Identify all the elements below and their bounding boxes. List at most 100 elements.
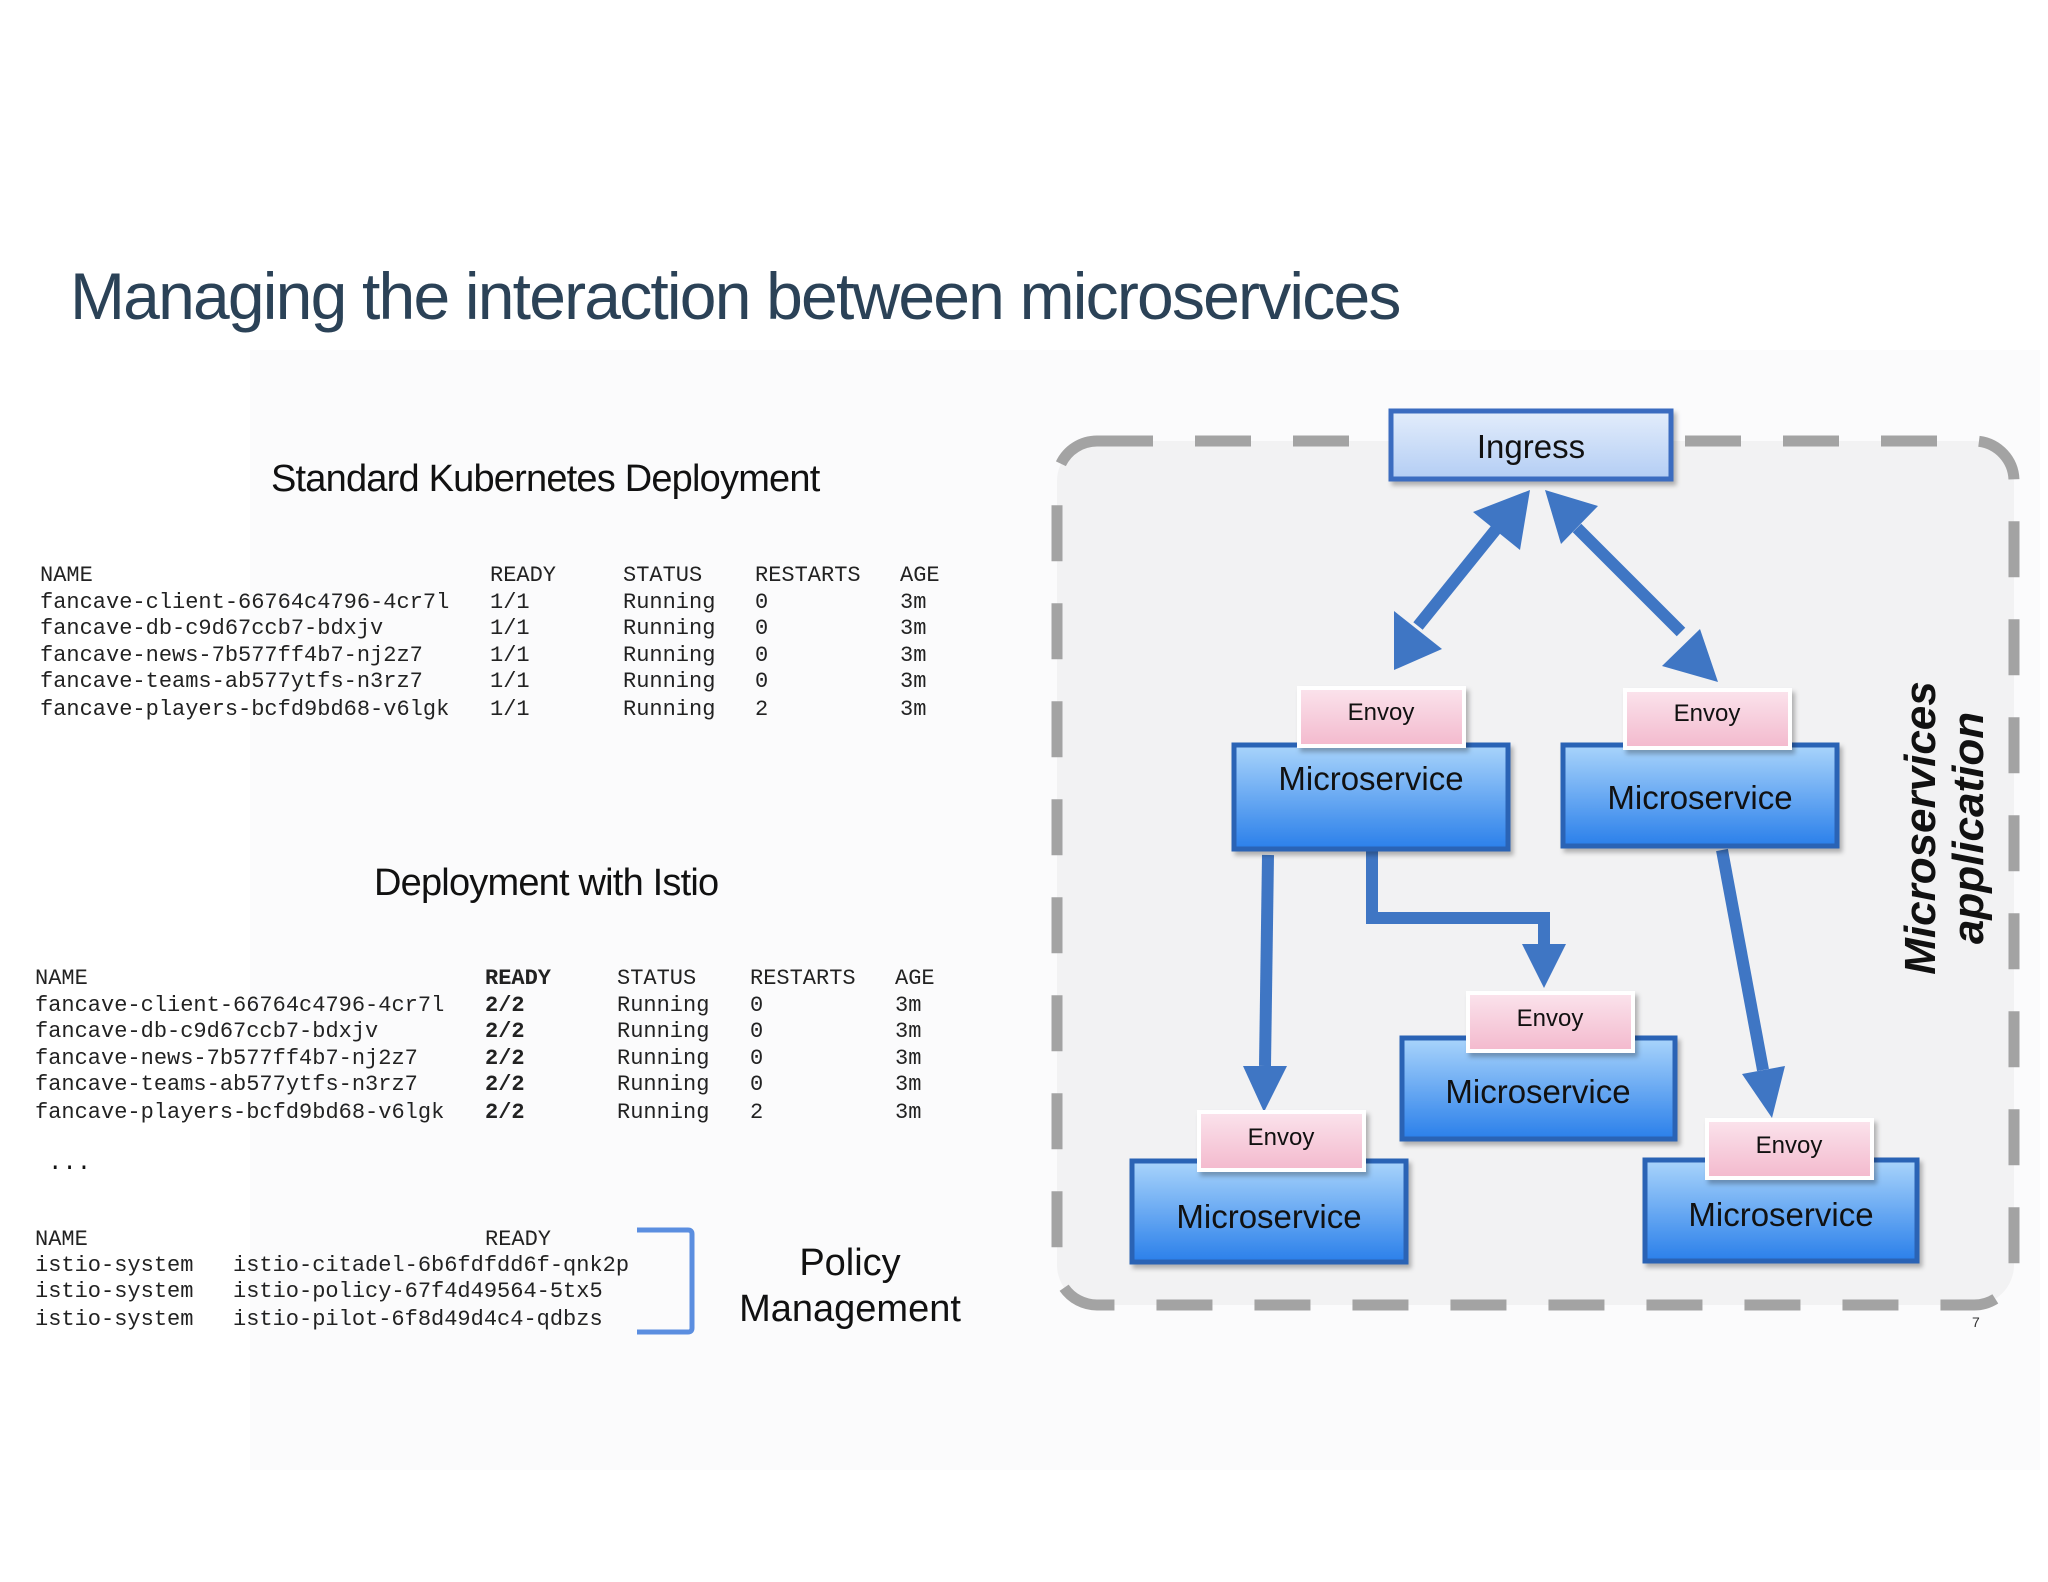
table-cell-name: fancave-news-7b577ff4b7-nj2z7 (40, 643, 423, 668)
table-cell-age: 3m (900, 590, 927, 615)
envoy-sidecar: Envoy (1197, 1110, 1366, 1172)
table-cell-restarts: 2 (750, 1100, 764, 1125)
table-cell-name: fancave-players-bcfd9bd68-v6lgk (40, 697, 450, 722)
table-cell-ready: 1/1 (490, 697, 530, 722)
table-cell-age: 3m (895, 1100, 922, 1125)
table-cell-ready: 2/2 (485, 993, 525, 1018)
table-cell-name: fancave-teams-ab577ytfs-n3rz7 (40, 669, 423, 694)
side-label-line1: Microservices (1896, 681, 1945, 975)
ellipsis: ... (48, 1150, 92, 1177)
table-cell-name: fancave-players-bcfd9bd68-v6lgk (35, 1100, 445, 1125)
table-cell-status: Running (617, 1072, 710, 1097)
envoy-label: Envoy (1756, 1132, 1823, 1159)
policy-label-line1: Policy (799, 1242, 901, 1284)
table-cell-namespace: istio-system (35, 1307, 194, 1332)
standard-deployment-heading: Standard Kubernetes Deployment (271, 458, 820, 500)
microservice-node: Microservice (1399, 1035, 1678, 1142)
table-cell-status: Running (623, 643, 716, 668)
table-header-status: STATUS (623, 563, 703, 588)
table-header-ready: READY (490, 563, 557, 588)
table-header-restarts: RESTARTS (755, 563, 861, 588)
table-cell-namespace: istio-system (35, 1279, 194, 1304)
table-header-name: NAME (35, 1227, 88, 1252)
ingress-node: Ingress (1388, 408, 1674, 482)
table-cell-ready: 1/1 (490, 669, 530, 694)
envoy-label: Envoy (1248, 1124, 1315, 1151)
table-cell-name: fancave-db-c9d67ccb7-bdxjv (40, 616, 384, 641)
envoy-sidecar: Envoy (1705, 1118, 1874, 1180)
page-number: 7 (1972, 1314, 1980, 1330)
table-cell-restarts: 0 (755, 643, 769, 668)
policy-management-label: Policy Management (710, 1240, 990, 1332)
arrow-ingress-left (1394, 490, 1530, 670)
table-cell-ready: 1/1 (490, 590, 530, 615)
ingress-label: Ingress (1477, 428, 1585, 465)
table-cell-status: Running (617, 1046, 710, 1071)
table-cell-age: 3m (900, 643, 927, 668)
table-cell-status: Running (617, 1019, 710, 1044)
envoy-sidecar: Envoy (1623, 688, 1792, 750)
table-cell-restarts: 0 (750, 993, 764, 1018)
istio-deployment-heading: Deployment with Istio (374, 862, 719, 904)
microservice-node: Microservice (1560, 742, 1840, 849)
table-cell-age: 3m (895, 1072, 922, 1097)
microservice-node: Microservice (1231, 742, 1511, 852)
table-cell-ready: 2/2 (485, 1046, 525, 1071)
page-title: Managing the interaction between microse… (70, 259, 1401, 333)
table-header-age: AGE (895, 966, 935, 991)
microservices-application-label: Microservices application (1896, 681, 1993, 975)
arrow-left-down (1243, 854, 1287, 1112)
table-cell-restarts: 2 (755, 697, 769, 722)
microservice-label: Microservice (1445, 1073, 1630, 1110)
arrow-right-down (1716, 848, 1785, 1118)
table-cell-status: Running (623, 697, 716, 722)
arrow-head-mid (1522, 944, 1566, 988)
table-header-ready: READY (485, 966, 552, 991)
microservice-label: Microservice (1688, 1196, 1873, 1233)
table-header-ready: READY (485, 1227, 552, 1252)
microservice-label: Microservice (1607, 779, 1792, 816)
table-header-status: STATUS (617, 966, 697, 991)
table-cell-age: 3m (895, 1019, 922, 1044)
table-cell-name: fancave-teams-ab577ytfs-n3rz7 (35, 1072, 418, 1097)
table-cell-pod: istio-policy-67f4d49564-5tx5 (233, 1279, 603, 1304)
policy-label-line2: Management (739, 1288, 961, 1330)
table-cell-pod: istio-citadel-6b6fdfdd6f-qnk2p (233, 1253, 630, 1278)
table-cell-pod: istio-pilot-6f8d49d4c4-qdbzs (233, 1307, 603, 1332)
table-cell-age: 3m (895, 993, 922, 1018)
table-cell-age: 3m (900, 669, 927, 694)
table-cell-age: 3m (900, 616, 927, 641)
table-cell-ready: 2/2 (485, 1019, 525, 1044)
table-cell-restarts: 0 (755, 590, 769, 615)
microservice-label: Microservice (1278, 760, 1463, 797)
table-cell-restarts: 0 (750, 1019, 764, 1044)
envoy-label: Envoy (1348, 699, 1415, 726)
table-cell-name: fancave-client-66764c4796-4cr7l (35, 993, 445, 1018)
table-cell-age: 3m (900, 697, 927, 722)
envoy-sidecar: Envoy (1297, 686, 1466, 748)
table-cell-ready: 1/1 (490, 616, 530, 641)
table-cell-name: fancave-client-66764c4796-4cr7l (40, 590, 450, 615)
table-cell-age: 3m (895, 1046, 922, 1071)
table-cell-status: Running (623, 669, 716, 694)
envoy-label: Envoy (1517, 1005, 1584, 1032)
table-cell-restarts: 0 (750, 1046, 764, 1071)
table-header-age: AGE (900, 563, 940, 588)
microservice-label: Microservice (1176, 1198, 1361, 1235)
table-cell-restarts: 0 (755, 669, 769, 694)
table-cell-name: fancave-db-c9d67ccb7-bdxjv (35, 1019, 379, 1044)
table-cell-ready: 1/1 (490, 643, 530, 668)
table-header-restarts: RESTARTS (750, 966, 856, 991)
table-cell-namespace: istio-system (35, 1253, 194, 1278)
table-cell-status: Running (617, 993, 710, 1018)
table-cell-status: Running (623, 616, 716, 641)
table-cell-ready: 2/2 (485, 1100, 525, 1125)
table-cell-restarts: 0 (750, 1072, 764, 1097)
arrow-connector-mid (1366, 850, 1550, 944)
table-header-name: NAME (35, 966, 88, 991)
table-cell-ready: 2/2 (485, 1072, 525, 1097)
side-label-line2: application (1944, 712, 1993, 944)
table-cell-status: Running (623, 590, 716, 615)
table-header-name: NAME (40, 563, 93, 588)
